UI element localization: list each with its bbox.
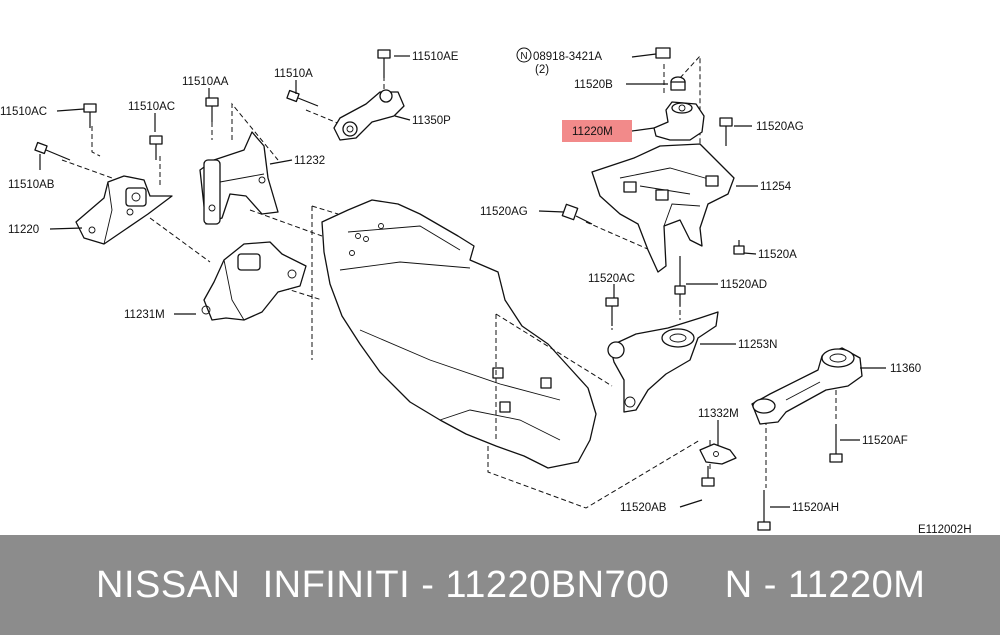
- nut-symbol-icon: N: [516, 47, 532, 63]
- label-11520ag-left: 11520AG: [480, 206, 528, 218]
- highlight-box: [562, 120, 632, 142]
- bolt-11520ac: [605, 297, 619, 326]
- torque-rod-11360: [751, 347, 863, 425]
- bolt-11520ah: [757, 490, 771, 531]
- bracket-11231m: [201, 241, 307, 321]
- bolt-11520ag-top: [719, 117, 733, 146]
- nut-symbol-letter: N: [520, 51, 527, 62]
- parts-diagram: N 11510AC 11510AA 11510AC 11510A 11510AE…: [0, 47, 972, 535]
- footer-part-numbers: NISSAN INFINITI - 11220BN700 N - 11220M: [96, 563, 926, 606]
- label-08918-3421a: 08918-3421A: [533, 51, 602, 63]
- label-08918-qty: (2): [535, 64, 549, 76]
- label-11520ad: 11520AD: [720, 279, 767, 291]
- label-11510ab: 11510AB: [8, 179, 55, 191]
- bolt-11510a: [286, 89, 319, 107]
- label-11520ag-top: 11520AG: [756, 121, 804, 133]
- label-11231m: 11231M: [124, 309, 165, 321]
- engine-block: [311, 199, 597, 469]
- bracket-11332m: [699, 443, 737, 465]
- label-11520a: 11520A: [758, 249, 797, 261]
- bolt-11520af: [829, 424, 843, 463]
- bolt-11520ab: [701, 466, 715, 487]
- label-11220m: 11220M: [572, 126, 613, 138]
- bolt-11510aa: [205, 97, 219, 122]
- bracket-11253n: [607, 311, 719, 413]
- bolt-11510ae: [377, 49, 391, 78]
- bolt-11510ab: [34, 141, 71, 161]
- mount-11220m: [653, 101, 705, 141]
- label-11520ab: 11520AB: [620, 502, 667, 514]
- label-11520b: 11520B: [574, 79, 613, 91]
- torque-rod-11350p: [333, 89, 405, 141]
- bracket-11254: [591, 143, 735, 273]
- label-11332m: 11332M: [698, 408, 739, 420]
- part-labels: 11510AC 11510AA 11510AC 11510A 11510AE 1…: [0, 51, 972, 535]
- bolt-11520a: [733, 240, 745, 255]
- label-11253n: 11253N: [738, 339, 777, 351]
- bracket-11232: [199, 131, 279, 225]
- bolts: [34, 47, 843, 531]
- nut-11520b: [670, 76, 686, 91]
- label-11254: 11254: [760, 181, 792, 193]
- bolt-11510ac-mid: [149, 135, 163, 160]
- stud-11520ad: [674, 256, 686, 306]
- label-11510aa: 11510AA: [182, 76, 229, 88]
- label-11510ae: 11510AE: [412, 51, 459, 63]
- label-11360: 11360: [890, 363, 921, 375]
- label-11232: 11232: [294, 155, 325, 167]
- label-11510ac-left: 11510AC: [0, 106, 47, 118]
- diagram-code: E112002H: [918, 524, 972, 535]
- bolt-11510ac-left: [83, 103, 97, 128]
- label-11510a: 11510A: [274, 68, 313, 80]
- nut-08918: [655, 47, 671, 59]
- bolt-11520ag-left: [561, 203, 593, 225]
- label-11350p: 11350P: [412, 115, 451, 127]
- label-11520ac: 11520AC: [588, 273, 635, 285]
- leader-lines: [39, 53, 886, 508]
- label-11510ac-mid: 11510AC: [128, 101, 175, 113]
- label-11520ah: 11520AH: [792, 502, 839, 514]
- footer-bar: NISSAN INFINITI - 11220BN700 N - 11220M: [0, 535, 1000, 635]
- mount-11220: [75, 175, 173, 245]
- label-11520af: 11520AF: [862, 435, 908, 447]
- label-11220: 11220: [8, 224, 39, 236]
